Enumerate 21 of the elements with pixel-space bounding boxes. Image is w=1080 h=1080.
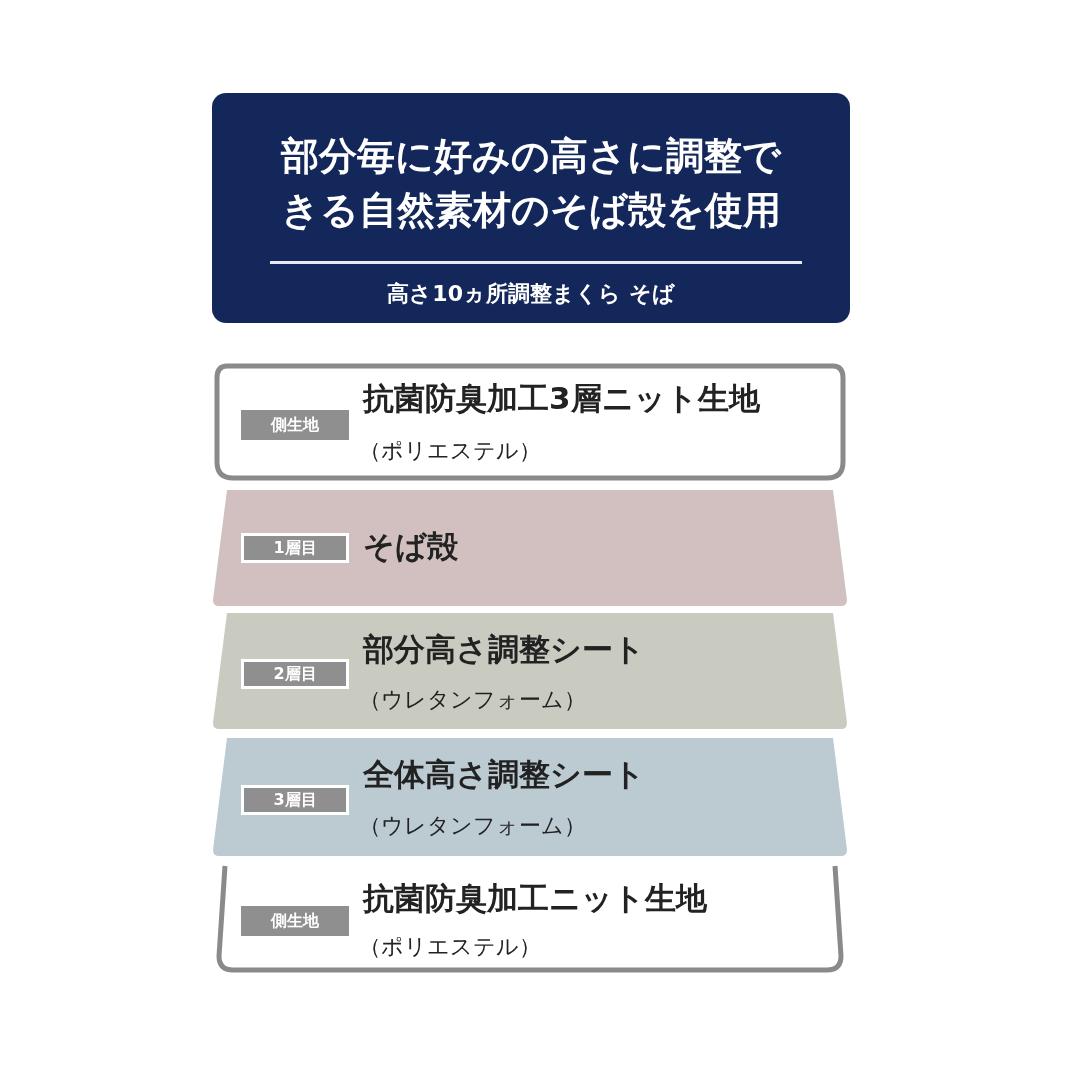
pillow-layer — [213, 490, 847, 606]
layer-tag: 側生地 — [241, 906, 349, 936]
pillow-layer — [213, 613, 847, 729]
layer-tag: 1層目 — [241, 533, 349, 563]
material-text: （ポリエステル） — [359, 437, 541, 465]
pillow-layer — [213, 738, 847, 856]
layer-name: 抗菌防臭加工3層ニット生地 — [363, 379, 760, 418]
pillow-layer — [213, 362, 847, 482]
material-text: （ウレタンフォーム） — [359, 686, 586, 714]
heading-banner — [212, 93, 850, 323]
heading-text: 部分毎に好みの高さに調整できる自然素材のそば殻を使用 — [279, 133, 783, 234]
subheading-text: 高さ10ヵ所調整まくら そば — [386, 280, 676, 308]
layer-name: 全体高さ調整シート — [363, 755, 645, 794]
layer-name: そば殻 — [363, 527, 458, 566]
layer-name: 部分高さ調整シート — [363, 630, 645, 669]
material-text: （ポリエステル） — [359, 933, 541, 961]
layer-tag: 3層目 — [241, 785, 349, 815]
layer-tag: 2層目 — [241, 659, 349, 689]
layer-name: 抗菌防臭加工ニット生地 — [363, 879, 707, 918]
layer-tag: 側生地 — [241, 410, 349, 440]
material-text: （ウレタンフォーム） — [359, 812, 586, 840]
